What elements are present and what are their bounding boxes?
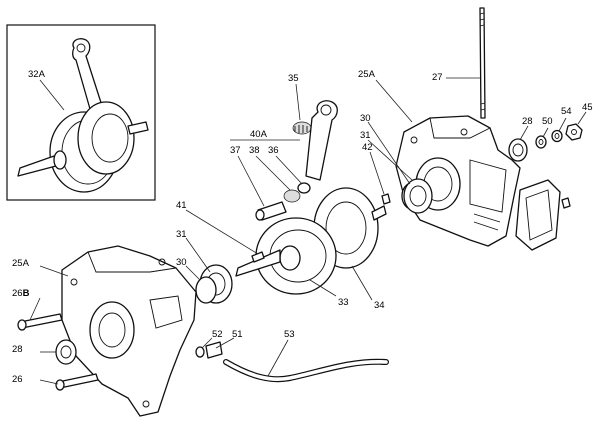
label-52: 52 (212, 329, 223, 340)
label-51: 51 (232, 329, 243, 340)
part-labels: 32A 27 25A 35 28 50 54 45 40A 37 38 36 3… (12, 69, 593, 385)
dowel-42 (381, 193, 391, 205)
inset-crankshaft-drawing (17, 38, 149, 193)
leader-lines (29, 77, 587, 385)
label-36: 36 (268, 145, 279, 156)
label-32a: 32A (28, 69, 46, 80)
seal-28-right (508, 138, 528, 162)
screw-26b (17, 313, 63, 331)
crank-half-33 (255, 217, 337, 295)
washer-50 (535, 135, 547, 149)
label-30-left: 30 (176, 257, 187, 268)
stud-27 (479, 7, 486, 119)
label-26b-suffix: B (23, 288, 30, 299)
label-28-right: 28 (522, 116, 533, 127)
needle-bearing-35 (292, 121, 312, 135)
pin-37 (255, 201, 287, 221)
bearing-38 (283, 189, 301, 203)
label-27: 27 (432, 72, 443, 83)
label-30-right: 30 (360, 113, 371, 124)
crankcase-left-25a (61, 245, 197, 417)
screw-26 (55, 373, 99, 391)
ring-30-left (195, 276, 217, 304)
label-26b-number: 26 (12, 288, 23, 299)
label-45: 45 (582, 102, 593, 113)
seal-28-left (55, 339, 77, 365)
label-28-left: 28 (12, 344, 23, 355)
label-41: 41 (176, 200, 187, 211)
label-50: 50 (542, 116, 553, 127)
label-38: 38 (249, 145, 260, 156)
nut-45 (565, 123, 583, 141)
connecting-rod (305, 100, 338, 181)
label-42: 42 (362, 142, 373, 153)
label-35: 35 (288, 73, 299, 84)
label-25a-right: 25A (358, 69, 376, 80)
bearing-31-right (403, 178, 433, 214)
label-33: 33 (338, 297, 349, 308)
label-26: 26 (12, 374, 23, 385)
fitting-52 (195, 346, 205, 358)
label-25a-left: 25A (12, 258, 30, 269)
label-31-left: 31 (176, 229, 187, 240)
gasket-plate (515, 179, 561, 251)
shaft-left-with-key-41 (235, 249, 281, 277)
label-40a: 40A (250, 129, 268, 140)
washer-54 (551, 129, 563, 143)
label-31-right: 31 (360, 130, 371, 141)
screw-small-right (561, 197, 571, 209)
label-54: 54 (561, 106, 572, 117)
label-26b: 26B (12, 288, 30, 299)
fitting-51 (205, 341, 223, 359)
label-37: 37 (230, 145, 241, 156)
label-53: 53 (284, 329, 295, 340)
inset-crankshaft-box (6, 24, 156, 201)
washer-36 (297, 182, 311, 194)
hose-53 (223, 358, 389, 383)
label-34: 34 (374, 300, 385, 311)
